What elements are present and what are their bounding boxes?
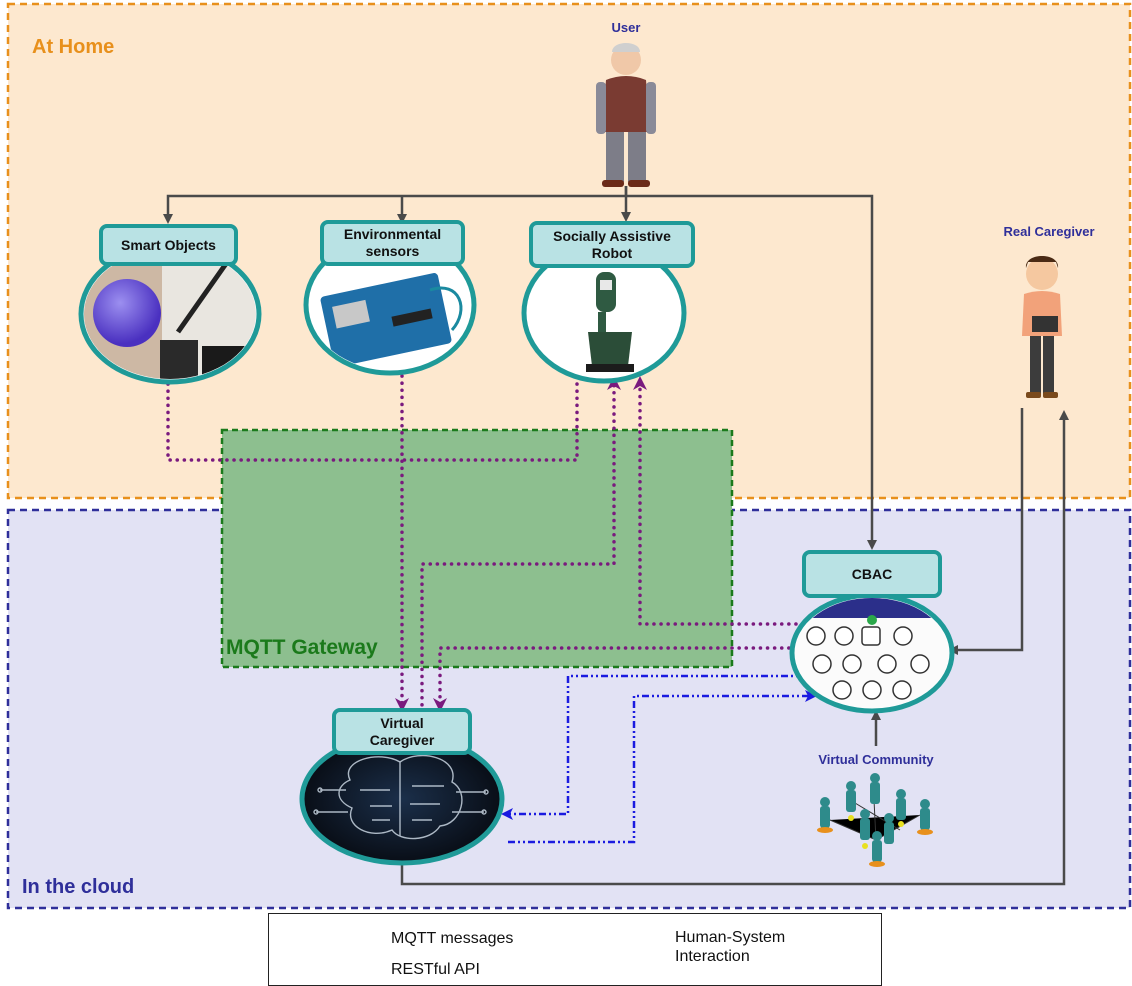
cloud-zone-label: In the cloud: [22, 876, 135, 898]
virtual-caregiver-label: Virtual Caregiver: [332, 708, 472, 755]
brain-circuit-image: [313, 754, 489, 840]
cbac-node: [789, 592, 955, 714]
mqtt-message-arrows: [166, 374, 798, 714]
home-zone-label: At Home: [32, 36, 115, 58]
legend-box: MQTT messages RESTful API Human-System I…: [268, 913, 882, 986]
app-icon-grid: [806, 626, 930, 700]
virtual-community-figures: [817, 773, 933, 867]
mqtt-gateway-label: MQTT Gateway: [226, 636, 378, 659]
user-figure: [596, 43, 656, 187]
pen-image: [175, 256, 233, 334]
smart-objects-node: [78, 243, 262, 385]
user-to-cbac-arrow: [626, 194, 877, 550]
socially-assistive-robot-node: [521, 242, 687, 384]
virtual-caregiver-node: [299, 732, 505, 866]
ball-image: [93, 279, 161, 347]
human-system-arrows: [163, 186, 1069, 886]
arduino-board-image: [320, 273, 452, 367]
cbac-to-robot-mqtt: [633, 376, 798, 626]
real-caregiver-figure: [1022, 256, 1062, 398]
legend-rest-text: RESTful API: [391, 961, 480, 978]
cbac-to-virtual-caregiver-api: [501, 674, 808, 820]
virtual-community-label: Virtual Community: [818, 752, 934, 767]
cbac-to-virtual-caregiver-mqtt: [433, 646, 798, 712]
environmental-sensors-label: Environmental sensors: [320, 220, 465, 266]
real-caregiver-label: Real Caregiver: [1003, 224, 1095, 239]
smart-objects-to-robot-mqtt: [166, 374, 579, 462]
user-label: User: [611, 20, 641, 35]
real-caregiver-to-cbac-arrow: [948, 408, 1024, 655]
legend-human-text: Human-System Interaction: [675, 929, 786, 965]
virtual-caregiver-to-cbac-api: [508, 690, 817, 844]
robot-image: [586, 272, 634, 372]
restful-api-arrows: [501, 674, 817, 844]
cbac-label: CBAC: [802, 550, 942, 598]
mqtt-gateway-zone: [220, 428, 734, 669]
socially-assistive-robot-label: Socially Assistive Robot: [529, 221, 695, 268]
legend-mqtt-text: MQTT messages: [391, 930, 514, 947]
virtual-caregiver-to-real-caregiver-arrow: [400, 410, 1069, 886]
smart-objects-label: Smart Objects: [99, 224, 238, 266]
